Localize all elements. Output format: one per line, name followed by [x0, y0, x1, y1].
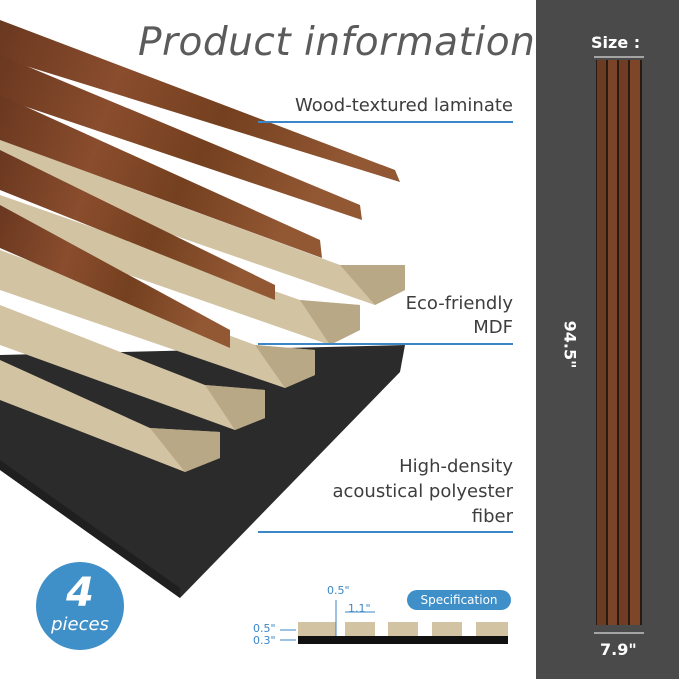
rule-felt: [258, 531, 513, 533]
label-felt-line3: fiber: [471, 506, 513, 527]
specification-diagram: [280, 600, 508, 644]
mdf-slats: [0, 140, 405, 472]
label-mdf-line1: Eco-friendly: [405, 293, 513, 314]
specification-pill: Specification: [407, 590, 511, 610]
size-label: Size :: [591, 33, 641, 52]
page-title: Product information: [138, 20, 536, 65]
label-mdf-line2: MDF: [473, 317, 513, 338]
pieces-count: 4: [66, 570, 94, 616]
panel-illustration: [594, 56, 644, 634]
spec-left-top: 0.5": [253, 622, 276, 635]
rule-laminate: [258, 121, 513, 123]
size-width: 7.9": [600, 640, 637, 659]
felt-edge: [0, 460, 180, 598]
label-felt-line1: High-density: [399, 456, 513, 477]
pieces-word: pieces: [51, 614, 109, 635]
spec-left-bottom: 0.3": [253, 634, 276, 647]
layer-illustration: [0, 20, 508, 644]
spec-slat-height: 0.5": [327, 584, 350, 597]
label-laminate: Wood-textured laminate: [295, 95, 513, 116]
wood-laminate-strips: [0, 20, 400, 348]
felt-backing: [0, 345, 405, 598]
rule-mdf: [258, 343, 513, 345]
label-felt-line2: acoustical polyester: [332, 481, 513, 502]
spec-slat-width: 1.1": [348, 602, 371, 615]
size-height: 94.5": [560, 320, 580, 369]
pieces-badge: 4 pieces: [36, 562, 124, 650]
